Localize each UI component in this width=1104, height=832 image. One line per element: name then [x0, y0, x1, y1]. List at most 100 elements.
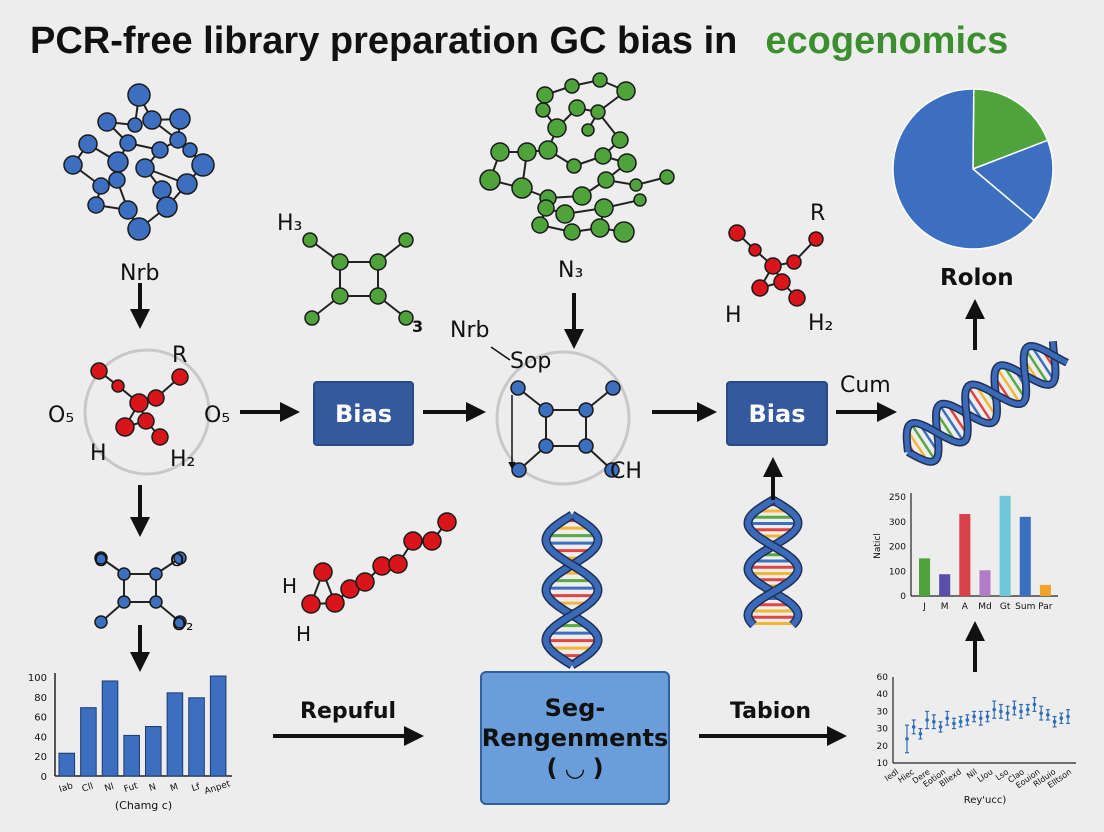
x-axis-label: Rey'ucc): [964, 795, 1007, 806]
atom: [301, 594, 321, 614]
blue-square-molecule: [510, 380, 621, 478]
atom: [92, 177, 110, 195]
label-h-chain: H: [282, 574, 297, 598]
red-molecule-top: [728, 224, 824, 307]
atom: [149, 595, 163, 609]
bar: [1039, 584, 1051, 596]
atom: [118, 200, 138, 220]
data-point: [1032, 702, 1037, 707]
label-cum: Cum: [840, 373, 891, 398]
strand: [744, 497, 802, 628]
atom: [173, 615, 187, 629]
label-o5-right: O₅: [204, 403, 230, 428]
atom: [117, 567, 131, 581]
atom: [372, 556, 392, 576]
atom: [748, 243, 762, 257]
y-tick-label: 40: [34, 732, 47, 743]
bar: [123, 734, 140, 777]
bias-box-2: Bias: [726, 381, 828, 446]
atom: [151, 428, 169, 446]
dna-helix-right: [743, 496, 803, 629]
y-tick-label: 30: [877, 725, 889, 735]
atom: [437, 512, 457, 532]
y-tick-label: 200: [889, 543, 906, 553]
atom: [629, 178, 643, 192]
atom: [597, 171, 615, 189]
atom: [117, 595, 131, 609]
x-tick-label: Iab: [58, 781, 75, 795]
seg-line-2: Rengenments: [481, 724, 669, 752]
atom: [147, 389, 165, 407]
atom: [313, 562, 333, 582]
base-pair: [967, 385, 994, 424]
base-pair: [938, 404, 965, 443]
label-r-mid: R: [172, 343, 187, 368]
atom: [728, 224, 746, 242]
label-nrb-top: Nrb: [120, 261, 159, 286]
atom: [115, 417, 135, 437]
strand: [542, 512, 602, 668]
atom: [87, 196, 105, 214]
label-n3: N₃: [558, 258, 583, 283]
atom: [171, 368, 189, 386]
atom: [176, 173, 198, 195]
atom: [127, 217, 151, 241]
data-point: [925, 718, 929, 722]
y-tick-label: 100: [28, 673, 47, 684]
strand-outline: [541, 511, 603, 669]
atom: [369, 287, 387, 305]
bar: [1019, 516, 1031, 596]
seg-line-3: ( ◡ ): [546, 754, 604, 782]
x-tick-label: Par: [1038, 602, 1053, 612]
atom: [94, 615, 108, 629]
label-o-left: O: [94, 550, 108, 571]
atom: [479, 169, 501, 191]
x-tick-label: Anpet: [203, 779, 232, 797]
atom: [808, 231, 824, 247]
atom: [129, 393, 149, 413]
x-tick-label: Fut: [123, 781, 140, 795]
data-point: [999, 709, 1003, 714]
atom: [142, 110, 162, 130]
atom: [151, 141, 169, 159]
atom: [536, 86, 554, 104]
bar: [80, 707, 97, 777]
label-h3: H₃: [277, 211, 302, 236]
pie-slice: [892, 88, 1036, 250]
data-point: [972, 714, 976, 719]
x-tick-label: M: [941, 602, 949, 612]
pie-slice: [972, 88, 1049, 171]
atom: [398, 232, 414, 248]
atom: [63, 155, 83, 175]
data-point: [965, 718, 970, 722]
atom: [764, 257, 782, 275]
atom: [398, 310, 414, 326]
data-point: [985, 714, 990, 719]
sop-pointer: [490, 346, 511, 361]
atom: [617, 153, 637, 173]
data-point: [1066, 714, 1070, 719]
atom: [137, 412, 155, 430]
atom: [616, 81, 636, 101]
label-repuful: Repuful: [300, 699, 396, 724]
base-pair: [1024, 348, 1050, 386]
strand-outline: [541, 511, 603, 669]
atom: [659, 169, 675, 185]
atom: [331, 287, 349, 305]
x-tick-label: Nl: [103, 782, 115, 794]
atom: [422, 531, 442, 551]
data-point: [958, 719, 963, 724]
atom: [511, 177, 533, 199]
pie-slice: [971, 139, 1054, 222]
x-axis-label: (Chamg c): [115, 799, 172, 812]
atom: [751, 279, 769, 297]
atom: [90, 362, 108, 380]
bar: [58, 752, 76, 777]
data-point: [1012, 706, 1017, 710]
atom: [564, 78, 580, 94]
label-ch: CH: [610, 459, 642, 484]
atom: [517, 142, 537, 162]
ring-left: [83, 348, 211, 476]
